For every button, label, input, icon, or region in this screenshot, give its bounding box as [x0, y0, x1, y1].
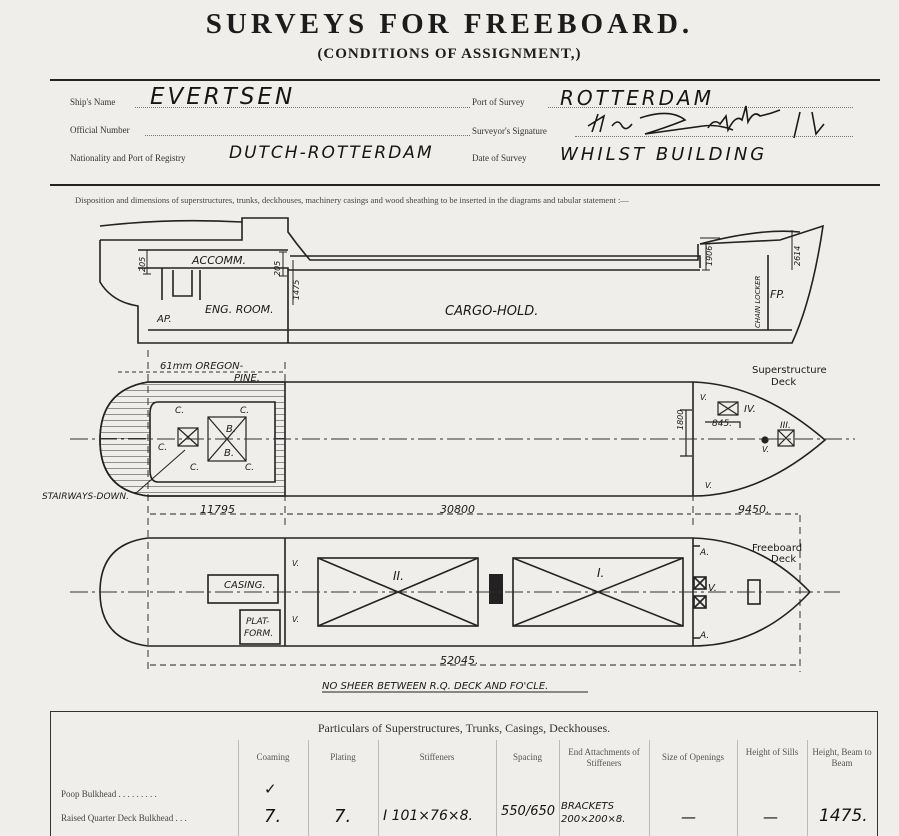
chain-locker-label: CHAIN LOCKER — [754, 275, 762, 328]
col-divider — [238, 740, 239, 836]
col-divider — [559, 740, 560, 836]
official-number-line — [145, 135, 470, 136]
instruction-text: Disposition and dimensions of superstruc… — [75, 195, 629, 205]
profile-hull-outline — [99, 224, 824, 344]
port-line — [548, 107, 853, 108]
rq-end-attachments: BRACKETS 200×200×8. — [561, 801, 626, 825]
platform-label-2: FORM. — [244, 629, 273, 639]
col-height-beam: Height, Beam to Beam — [812, 747, 872, 768]
v-label-3: V. — [705, 481, 712, 490]
a-label-2: A. — [699, 631, 709, 641]
hatch-iii-label: III. — [780, 421, 791, 431]
c-label-5: C. — [245, 463, 254, 473]
c-label-2: C. — [240, 406, 249, 416]
dim-1475: 1475 — [292, 280, 301, 300]
nationality-value: DUTCH-ROTTERDAM — [229, 143, 434, 163]
casing-label: CASING. — [224, 580, 266, 591]
dim-205a: 205 — [138, 257, 147, 272]
oregon-pine-label-2: PINE. — [234, 373, 260, 384]
v-label-5: V. — [292, 615, 299, 624]
length-11795: 11795 — [200, 503, 235, 516]
signature-label: Surveyor's Signature — [472, 126, 547, 136]
oregon-pine-label-1: 61mm OREGON- — [160, 361, 244, 372]
dim-1906: 1906 — [705, 246, 714, 266]
col-divider — [737, 740, 738, 836]
v-label-1: V. — [700, 393, 707, 402]
superstructure-deck-label-1: Superstructure — [752, 365, 827, 376]
fp-label: FP. — [770, 288, 785, 301]
col-divider — [496, 740, 497, 836]
freeboard-deck-label-2: Deck — [771, 554, 796, 565]
accomm-label: ACCOMM. — [191, 254, 246, 267]
hatch-ii-label: II. — [393, 569, 404, 583]
form-rule — [50, 184, 880, 186]
cargo-hold-label: CARGO-HOLD. — [445, 304, 538, 319]
platform-label-1: PLAT- — [246, 617, 269, 627]
particulars-table: Particulars of Superstructures, Trunks, … — [50, 711, 878, 836]
date-value: WHILST BUILDING — [560, 144, 768, 165]
rq-sills: — — [763, 808, 778, 826]
col-height-sills: Height of Sills — [745, 747, 799, 757]
hatch-i-label: I. — [597, 566, 604, 580]
rq-plating: 7. — [334, 806, 352, 827]
dim-845: 845. — [712, 419, 732, 429]
rq-stiffeners: I 101×76×8. — [383, 808, 473, 824]
col-size-openings: Size of Openings — [662, 752, 724, 762]
row-label-poop: Poop Bulkhead . . . . . . . . . — [61, 789, 157, 799]
no-sheer-note: NO SHEER BETWEEN R.Q. DECK AND FO'CLE. — [322, 681, 548, 692]
dim-2614: 2614 — [793, 246, 802, 266]
signature-line — [575, 136, 853, 137]
freeboard-deck-label-1: Freeboard — [752, 543, 802, 554]
col-end-attachments: End Attachments of Stiffeners — [568, 747, 640, 768]
poop-coaming: ✓ — [264, 780, 277, 798]
hatch-iv-label: IV. — [744, 404, 756, 415]
b-label-2: B. — [224, 448, 234, 459]
ap-label: AP. — [156, 314, 172, 325]
rq-height: 1475. — [819, 806, 868, 826]
top-rule — [50, 79, 880, 81]
dim-205b: 205 — [273, 261, 282, 276]
rq-spacing: 550/650 — [501, 804, 556, 819]
col-divider — [378, 740, 379, 836]
row-label-rq-bulkhead: Raised Quarter Deck Bulkhead . . . — [61, 813, 187, 823]
port-label: Port of Survey — [472, 97, 525, 107]
col-stiffeners: Stiffeners — [419, 752, 455, 762]
length-52045: 52045. — [440, 654, 479, 667]
ship-name-line — [135, 107, 470, 108]
page-subtitle: (CONDITIONS OF ASSIGNMENT,) — [317, 46, 582, 62]
col-spacing: Spacing — [513, 752, 542, 762]
ship-name-label: Ship's Name — [70, 97, 116, 107]
superstructure-deck-label-2: Deck — [771, 377, 796, 388]
length-9450: 9450. — [738, 503, 770, 516]
hatch-v-label: V. — [708, 583, 717, 594]
rq-coaming: 7. — [264, 806, 282, 827]
stairways-label: STAIRWAYS-DOWN. — [42, 492, 129, 502]
rq-openings: — — [681, 808, 696, 826]
col-divider — [649, 740, 650, 836]
col-coaming: Coaming — [256, 752, 290, 762]
c-label-1: C. — [175, 406, 184, 416]
table-title: Particulars of Superstructures, Trunks, … — [317, 721, 611, 735]
a-label-1: A. — [699, 548, 709, 558]
dim-1800: 1800 — [676, 410, 685, 430]
b-label-1: B. — [226, 424, 236, 435]
nationality-label: Nationality and Port of Registry — [70, 153, 186, 163]
date-label: Date of Survey — [472, 153, 527, 163]
surveyor-signature — [587, 105, 825, 139]
col-divider — [807, 740, 808, 836]
freeboard-deck-outline — [99, 537, 812, 647]
eng-room-label: ENG. ROOM. — [205, 303, 274, 316]
page-title: SURVEYS FOR FREEBOARD. — [205, 8, 694, 40]
length-30800: 30800 — [440, 503, 475, 516]
port-value: ROTTERDAM — [560, 86, 714, 110]
v-label-4: V. — [292, 559, 299, 568]
col-divider — [308, 740, 309, 836]
col-plating: Plating — [330, 752, 356, 762]
official-number-label: Official Number — [70, 125, 130, 135]
c-label-4: C. — [190, 463, 199, 473]
c-label-3: C. — [158, 443, 167, 453]
v-label-2: V. — [762, 445, 769, 454]
ship-name-value: EVERTSEN — [150, 84, 296, 110]
